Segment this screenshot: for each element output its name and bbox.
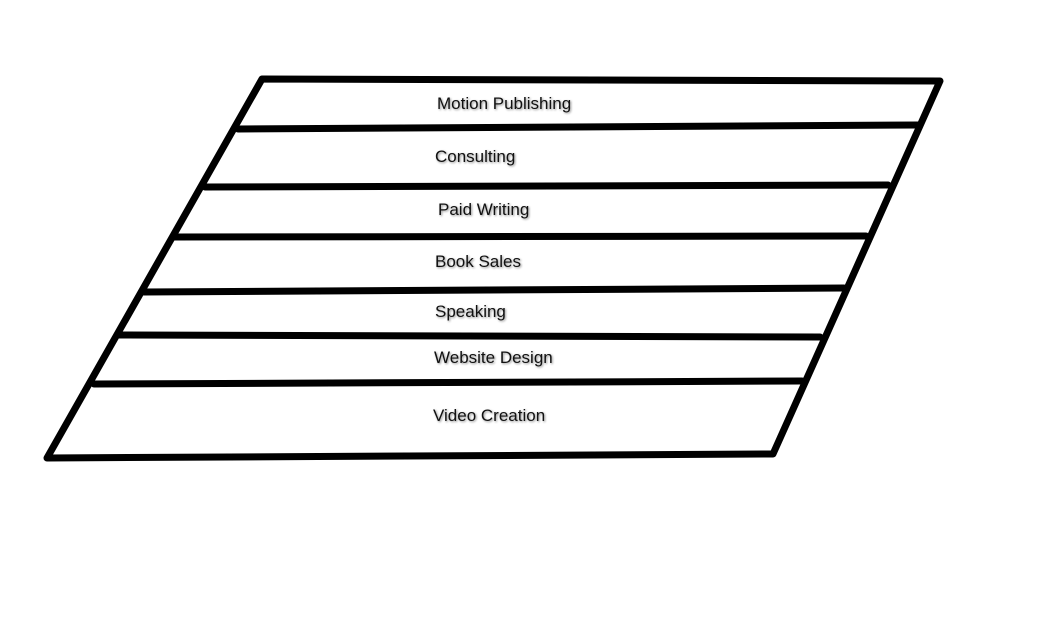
divider-6	[90, 377, 806, 388]
layer-label-motion-publishing: Motion Publishing	[437, 94, 571, 113]
divider-4	[140, 284, 848, 296]
divider-3	[170, 232, 870, 241]
divider-2	[201, 181, 892, 191]
layer-label-website-design: Website Design	[434, 348, 553, 367]
layer-label-book-sales: Book Sales	[435, 252, 521, 271]
layer-label-paid-writing: Paid Writing	[438, 200, 529, 219]
layer-label-video-creation: Video Creation	[433, 406, 545, 425]
divider-1	[234, 121, 922, 133]
divider-5	[114, 331, 824, 341]
layer-label-speaking: Speaking	[435, 302, 506, 321]
layer-label-consulting: Consulting	[435, 147, 515, 166]
